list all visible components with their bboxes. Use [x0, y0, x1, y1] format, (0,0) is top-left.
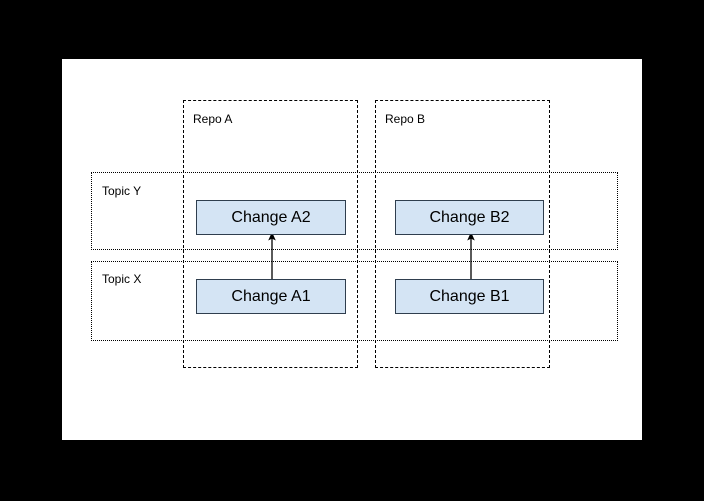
change-node-b1[interactable]: Change B1 [395, 279, 544, 314]
arrow-a1-a2 [268, 232, 276, 285]
change-node-a1[interactable]: Change A1 [196, 279, 346, 314]
repo-label-a: Repo A [193, 112, 233, 126]
change-node-a2[interactable]: Change A2 [196, 200, 346, 235]
topic-container-y[interactable] [91, 172, 618, 250]
repo-label-b: Repo B [385, 112, 426, 126]
change-node-b2[interactable]: Change B2 [395, 200, 544, 235]
topic-label-x: Topic X [102, 272, 142, 286]
arrow-b1-b2 [467, 232, 475, 285]
topic-container-x[interactable] [91, 261, 618, 341]
repo-container-b[interactable] [375, 100, 550, 368]
topic-label-y: Topic Y [102, 184, 142, 198]
diagram-canvas: Repo A Repo B Topic Y Topic X Change A2 … [62, 59, 642, 440]
repo-container-a[interactable] [183, 100, 358, 368]
